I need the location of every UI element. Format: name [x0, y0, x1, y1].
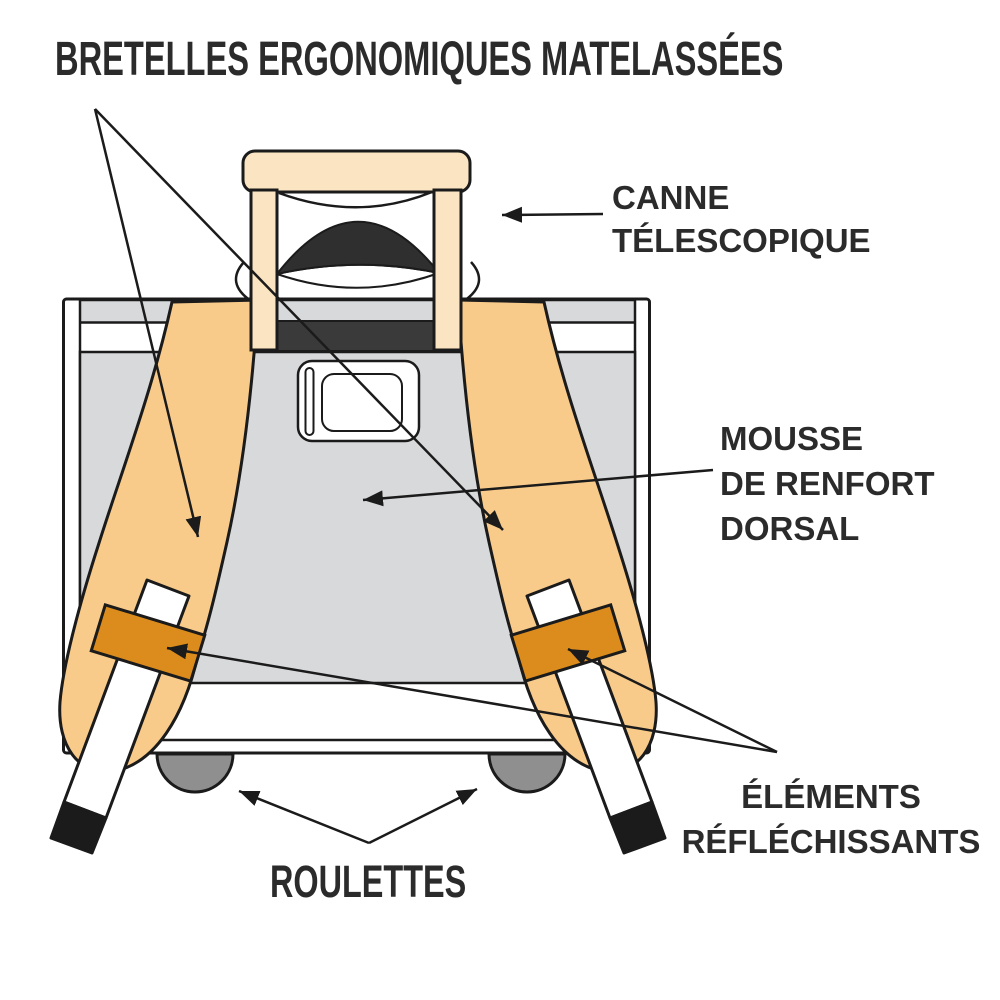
handle-fabric-sag-line	[278, 190, 433, 209]
label-back-foam-line2: DE RENFORT	[720, 465, 935, 502]
right-handle-loop	[463, 261, 481, 303]
label-back-foam-line1: MOUSSE	[720, 420, 864, 457]
label-reflective: ÉLÉMENTS RÉFLÉCHISSANTS	[651, 774, 1000, 864]
arrow-back-foam	[362, 468, 714, 507]
telescopic-handle-bar	[241, 149, 472, 194]
label-reflective-line1: ÉLÉMENTS	[741, 778, 921, 815]
right-strap-band	[509, 602, 627, 684]
arrow-reflective-left	[166, 643, 778, 754]
label-straps: BRETELLES ERGONOMIQUES MATELASSÉES	[55, 33, 784, 86]
label-back-foam: MOUSSE DE RENFORT DORSAL	[720, 416, 935, 551]
label-back-foam-line3: DORSAL	[720, 510, 860, 547]
label-wheels: ROULETTES	[270, 856, 467, 907]
label-telescopic-handle: CANNE TÉLESCOPIQUE	[612, 176, 871, 262]
label-telescopic-handle-line2: TÉLESCOPIQUE	[612, 222, 871, 259]
arrow-strap-right	[94, 108, 504, 531]
top-dark-band	[255, 320, 459, 352]
left-strap-band	[89, 602, 207, 684]
left-strip-end-cap	[49, 800, 108, 855]
name-tag-inner	[321, 373, 403, 432]
name-tag-slot	[304, 367, 315, 436]
arrow-reflective-right	[567, 647, 778, 754]
label-reflective-line2: RÉFLÉCHISSANTS	[681, 823, 981, 860]
arrow-wheel-right	[368, 787, 478, 845]
left-wheel	[155, 752, 235, 794]
telescopic-post-left	[249, 188, 279, 352]
right-strip-end-cap	[608, 800, 667, 855]
arrow-strap-left	[93, 108, 202, 538]
arrow-telescopic-handle	[501, 206, 604, 223]
telescopic-post-right	[432, 188, 463, 352]
label-telescopic-handle-line1: CANNE	[612, 179, 730, 216]
arrow-wheel-left	[238, 789, 370, 845]
right-wheel	[487, 752, 567, 794]
case-top-strip	[80, 301, 635, 322]
